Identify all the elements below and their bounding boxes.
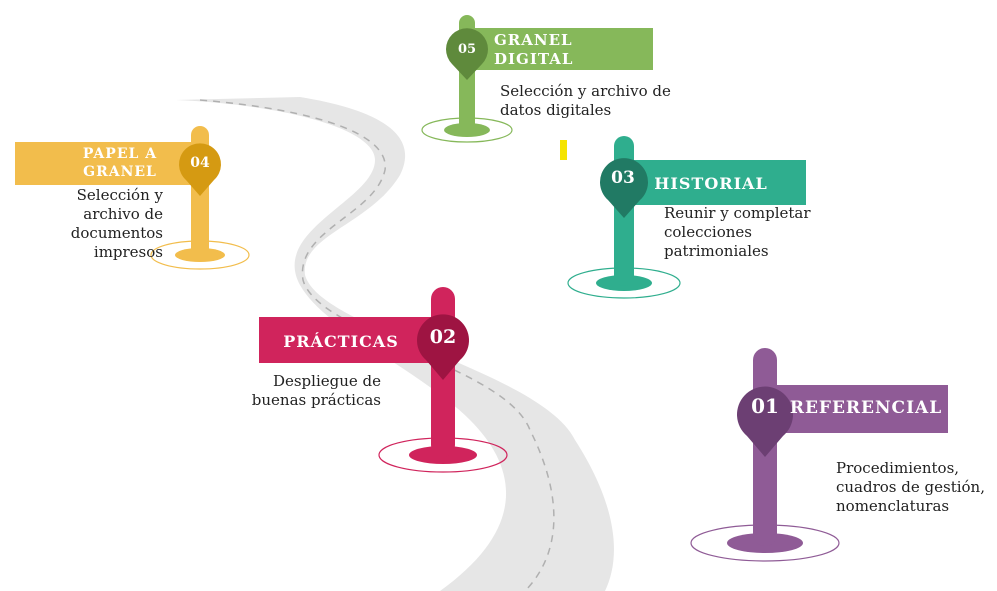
milestone-05-title-line-2: DIGITAL bbox=[494, 50, 573, 68]
milestone-01-title: REFERENCIAL bbox=[790, 398, 942, 418]
yellow-accent bbox=[560, 140, 567, 160]
milestone-04-title-line-1: PAPEL A bbox=[83, 146, 157, 162]
milestone-04-title-line-2: GRANEL bbox=[83, 164, 157, 180]
milestone-05-title-line-1: GRANEL bbox=[494, 31, 573, 49]
milestone-05: 05 GRANEL DIGITAL bbox=[421, 15, 653, 143]
milestone-03-sign bbox=[617, 160, 806, 205]
milestone-01-number: 01 bbox=[751, 394, 779, 418]
milestone-03-title: HISTORIAL bbox=[654, 174, 767, 193]
milestone-05-sign bbox=[467, 28, 653, 70]
milestone-02-number: 02 bbox=[430, 326, 456, 348]
milestone-03-number: 03 bbox=[611, 168, 635, 188]
milestone-02-sign bbox=[259, 317, 443, 363]
milestone-03: 03 HISTORIAL bbox=[567, 136, 806, 299]
milestone-02-description: Despliegue de buenas prácticas bbox=[251, 372, 381, 409]
milestone-01-sign bbox=[765, 385, 948, 433]
milestone-05-pin-icon bbox=[445, 28, 489, 80]
milestone-04-description: Selección y archivo de documentos impres… bbox=[70, 186, 163, 261]
road-center-line bbox=[199, 99, 555, 591]
milestone-02-title: PRÁCTICAS bbox=[283, 331, 399, 351]
milestone-04-pin-icon bbox=[178, 143, 221, 196]
milestone-01-description: Procedimientos, cuadros de gestión, nome… bbox=[836, 459, 985, 515]
milestone-02-pin-icon bbox=[417, 314, 470, 380]
milestone-05-number: 05 bbox=[458, 42, 476, 57]
milestone-03-pin-icon bbox=[600, 158, 648, 218]
milestone-04: 04 PAPEL A GRANEL bbox=[15, 126, 250, 270]
milestone-02: 02 PRÁCTICAS bbox=[259, 287, 508, 473]
milestone-03-description: Reunir y completar colecciones patrimoni… bbox=[664, 204, 811, 260]
milestone-05-description: Selección y archivo de datos digitales bbox=[500, 82, 671, 119]
milestone-04-number: 04 bbox=[190, 155, 210, 171]
milestone-04-sign bbox=[15, 142, 200, 185]
milestone-01: 01 REFERENCIAL bbox=[690, 348, 948, 562]
milestone-01-pin-icon bbox=[737, 386, 793, 457]
